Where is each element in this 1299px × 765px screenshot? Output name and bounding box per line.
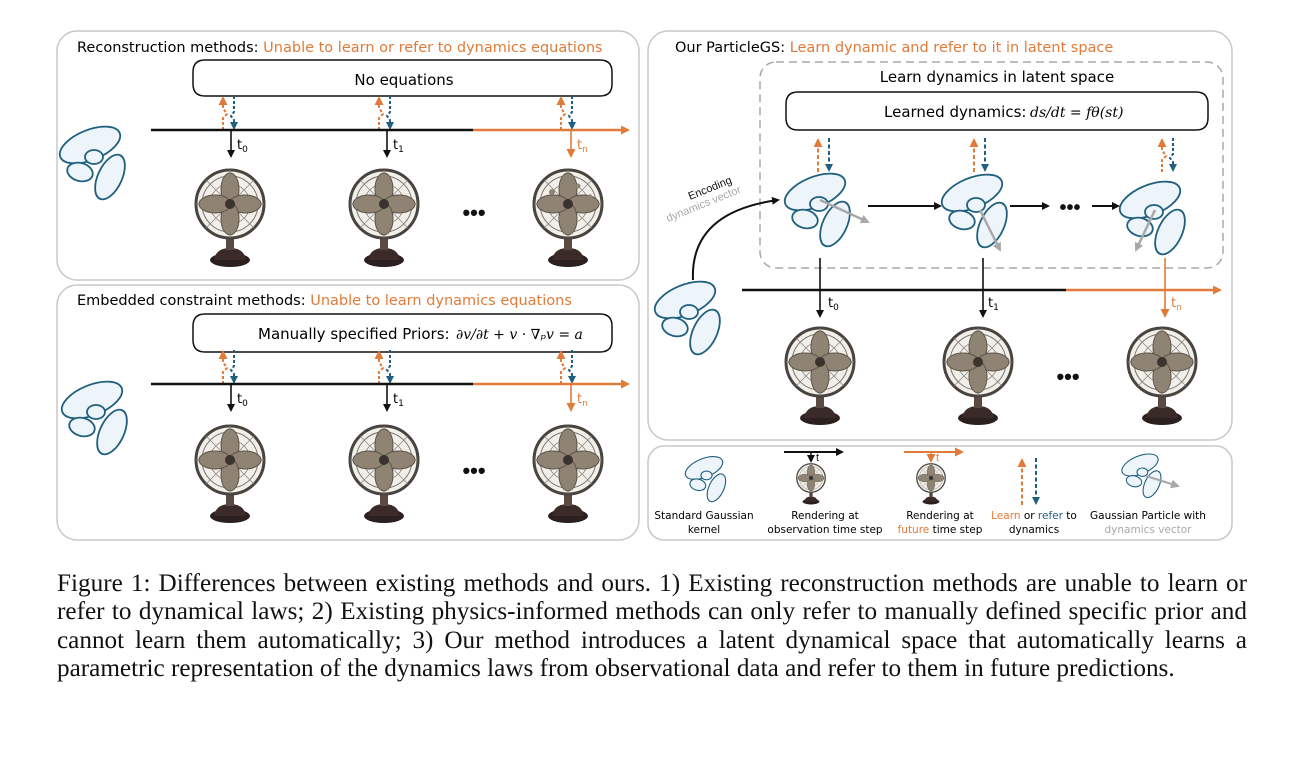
ellipsis: ••• <box>462 458 485 483</box>
legend-gaussian-particle: Gaussian Particle with dynamics vector <box>1090 448 1206 536</box>
time-label-t1: t1 <box>988 296 999 313</box>
time-label-t0: t0 <box>237 138 248 155</box>
legend-future-render: t Rendering at future time step <box>898 447 983 536</box>
time-label-t0: t0 <box>828 296 839 313</box>
svg-text:observation time step: observation time step <box>767 524 883 536</box>
svg-text:t: t <box>936 452 939 464</box>
ours-title: Our ParticleGS: Learn dynamic and refer … <box>675 40 1113 56</box>
fan-render-noisy-icon <box>532 168 604 269</box>
figure-diagram: Reconstruction methods: Unable to learn … <box>53 30 1233 541</box>
ellipsis: ••• <box>462 200 485 225</box>
svg-text:Gaussian Particle with: Gaussian Particle with <box>1090 510 1206 522</box>
embedded-title: Embedded constraint methods: Unable to l… <box>77 293 572 309</box>
learned-dynamics-equation: ds/dt = fθ(st) <box>1030 105 1123 121</box>
latent-space-title: Learn dynamics in latent space <box>880 68 1114 86</box>
time-label-t0: t0 <box>237 392 248 409</box>
svg-text:future time step: future time step <box>898 524 983 536</box>
gaussian-particle-icon <box>778 165 870 252</box>
learned-dynamics-label: Learned dynamics: <box>884 103 1026 121</box>
svg-text:Rendering at: Rendering at <box>791 510 859 522</box>
priors-label: Manually specified Priors: <box>258 325 450 343</box>
time-label-t1: t1 <box>393 392 404 409</box>
gaussian-particle-icon <box>935 166 1014 253</box>
no-equations-box <box>192 59 613 97</box>
ellipsis: ••• <box>1059 197 1080 219</box>
latent-space-box <box>759 61 1224 269</box>
legend-panel: Standard Gaussian kernel t Rendering at … <box>647 445 1233 541</box>
svg-text:dynamics vector: dynamics vector <box>1105 524 1193 536</box>
svg-text:t: t <box>816 452 819 464</box>
encoding-arrow <box>691 196 780 281</box>
legend-learn-refer: Learn or refer to dynamics <box>991 458 1077 536</box>
no-equations-label: No equations <box>354 71 453 89</box>
legend-observation-render: t Rendering at observation time step <box>767 448 883 536</box>
svg-text:Standard Gaussian: Standard Gaussian <box>654 510 753 522</box>
ellipsis: ••• <box>1056 364 1079 389</box>
time-label-tn: tn <box>1171 296 1182 313</box>
time-label-tn: tn <box>577 392 588 409</box>
svg-text:dynamics: dynamics <box>1009 524 1059 536</box>
learned-dynamics-box <box>785 91 1209 131</box>
time-label-tn: tn <box>577 138 588 155</box>
time-label-t1: t1 <box>393 138 404 155</box>
svg-text:kernel: kernel <box>688 524 720 536</box>
figure-caption: Figure 1: Differences between existing m… <box>57 570 1247 683</box>
svg-text:Learn or refer to: Learn or refer to <box>991 510 1077 522</box>
reconstruction-title: Reconstruction methods: Unable to learn … <box>77 40 603 56</box>
legend-gaussian-kernel: Standard Gaussian kernel <box>654 451 754 536</box>
panel-reconstruction: Reconstruction methods: Unable to learn … <box>53 30 640 281</box>
priors-equation: ∂v/∂t + v · ∇ₚv = a <box>456 327 583 343</box>
gaussian-particle-icon <box>1113 173 1192 260</box>
panel-ours: Our ParticleGS: Learn dynamic and refer … <box>647 30 1233 441</box>
priors-box <box>192 313 613 353</box>
svg-text:Rendering at: Rendering at <box>906 510 974 522</box>
panel-embedded: Embedded constraint methods: Unable to l… <box>55 284 640 541</box>
